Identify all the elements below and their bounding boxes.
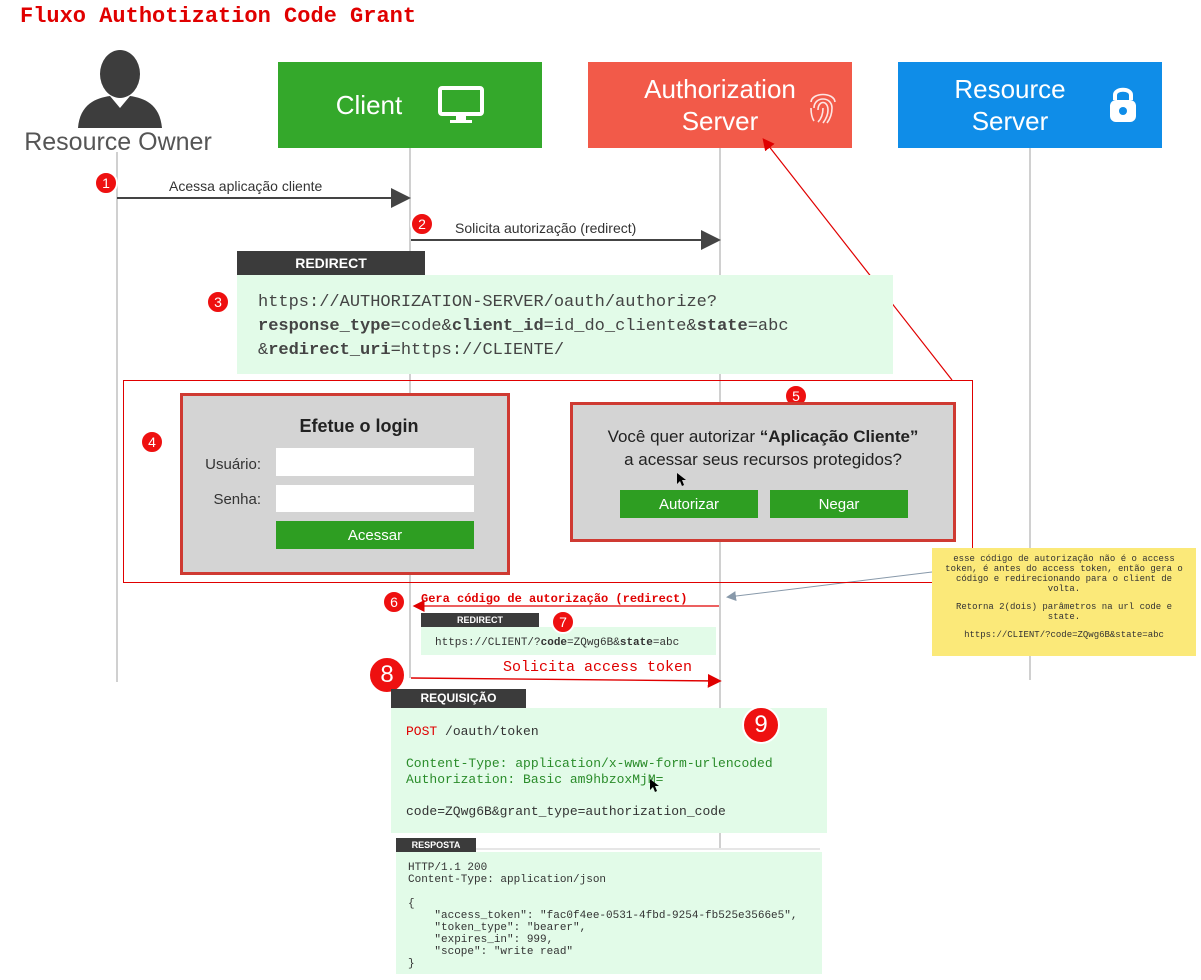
consent-question: Você quer autorizar “Aplicação Cliente” … bbox=[607, 427, 919, 469]
step-8-badge: 8 bbox=[368, 656, 406, 694]
username-label: Usuário: bbox=[205, 456, 261, 473]
diagram-title: Fluxo Authotization Code Grant bbox=[20, 4, 417, 29]
token-request: POST /oauth/token Content-Type: applicat… bbox=[406, 724, 773, 819]
consent-panel: Você quer autorizar “Aplicação Cliente” … bbox=[570, 402, 956, 542]
lifeline-resource-owner bbox=[116, 152, 118, 682]
login-panel: Efetue o login Usuário: Senha: Acessar bbox=[180, 393, 510, 575]
redirect-tab-small: REDIRECT bbox=[421, 613, 539, 627]
password-label: Senha: bbox=[213, 491, 261, 508]
password-field[interactable] bbox=[276, 485, 474, 512]
client-label: Client bbox=[335, 89, 403, 120]
resource-server-label: Resource Server bbox=[954, 73, 1066, 137]
step-1-label: Acessa aplicação cliente bbox=[169, 178, 323, 194]
arrow-note-pointer bbox=[726, 571, 933, 601]
login-button[interactable]: Acessar bbox=[276, 521, 474, 549]
step-8-label: Solicita access token bbox=[503, 659, 693, 676]
resource-owner-label: Resource Owner bbox=[24, 128, 212, 156]
fingerprint-icon bbox=[810, 93, 836, 124]
mouse-cursor-icon bbox=[677, 473, 686, 486]
step-2-label: Solicita autorização (redirect) bbox=[455, 220, 637, 236]
arrow-to-authorization-server bbox=[762, 138, 953, 381]
step-3-badge: 3 bbox=[206, 290, 230, 314]
login-heading: Efetue o login bbox=[299, 416, 419, 436]
resource-owner-actor: Resource Owner bbox=[0, 48, 236, 158]
authorization-server-label: Authorization Server bbox=[644, 73, 796, 137]
arrow-step-8 bbox=[410, 673, 722, 688]
step-9-badge: 9 bbox=[742, 706, 780, 744]
deny-button[interactable]: Negar bbox=[770, 490, 908, 518]
monitor-icon bbox=[438, 86, 485, 123]
step-1-badge: 1 bbox=[94, 171, 118, 195]
lock-icon bbox=[1110, 87, 1136, 122]
redirect-tab: REDIRECT bbox=[237, 251, 425, 275]
person-icon bbox=[78, 50, 162, 128]
callback-url: https://CLIENT/?code=ZQwg6B&state=abc bbox=[435, 637, 680, 649]
resource-server-header: Resource Server bbox=[898, 62, 1162, 148]
user-interaction-frame bbox=[123, 380, 973, 583]
step-7-badge: 7 bbox=[551, 610, 575, 634]
request-tab: REQUISIÇÃO bbox=[391, 689, 526, 708]
step-2-badge: 2 bbox=[410, 212, 434, 236]
mouse-cursor-icon-2 bbox=[650, 779, 659, 792]
step-6-badge: 6 bbox=[382, 590, 406, 614]
username-field[interactable] bbox=[276, 448, 474, 476]
lifeline-resource-server bbox=[1029, 148, 1031, 680]
step-4-badge: 4 bbox=[140, 430, 164, 454]
explanatory-note: esse código de autorização não é o acces… bbox=[932, 548, 1196, 656]
token-response-box bbox=[396, 852, 822, 974]
authorization-server-header: Authorization Server bbox=[588, 62, 852, 148]
authorize-button[interactable]: Autorizar bbox=[620, 490, 758, 518]
authorize-url: https://AUTHORIZATION-SERVER/oauth/autho… bbox=[258, 293, 789, 360]
step-6-label: Gera código de autorização (redirect) bbox=[421, 592, 688, 606]
authorize-url-box bbox=[237, 275, 893, 374]
client-header: Client bbox=[278, 62, 542, 148]
token-response: HTTP/1.1 200 Content-Type: application/j… bbox=[408, 862, 798, 970]
response-tab: RESPOSTA bbox=[396, 838, 476, 852]
